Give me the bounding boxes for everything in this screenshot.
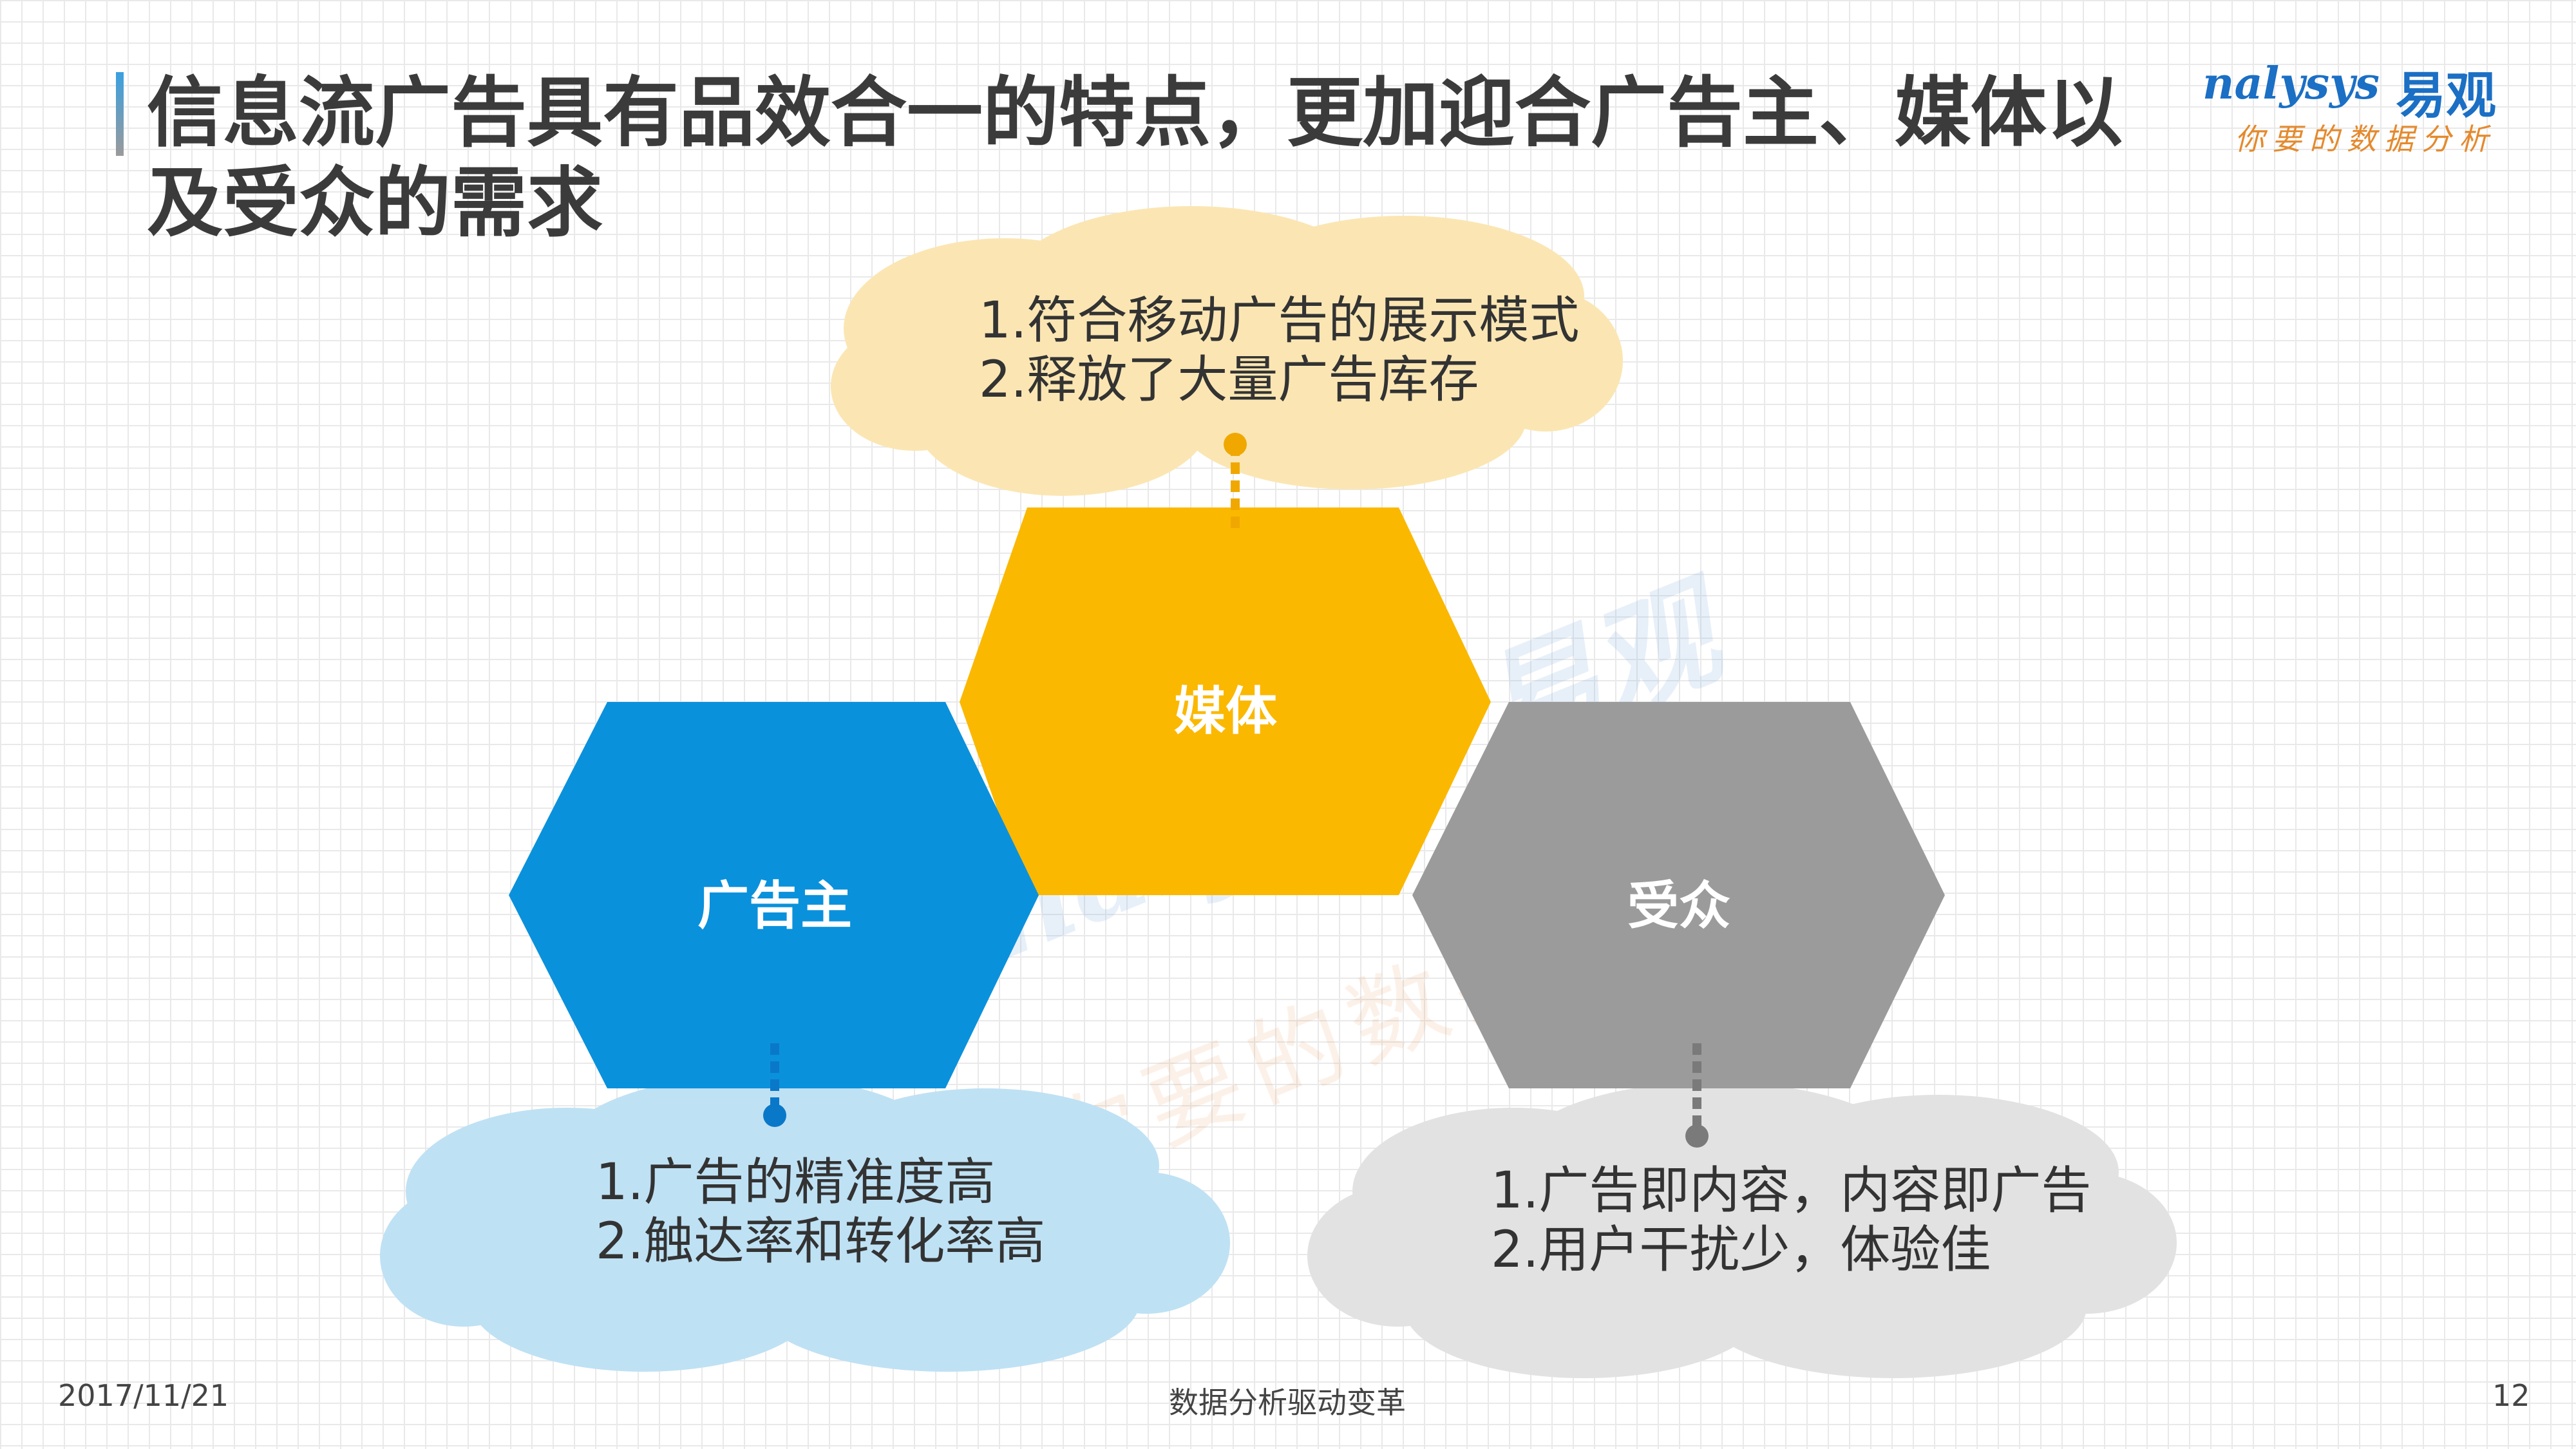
hexagon-label-audience: 受众	[1627, 876, 1730, 936]
audience-point-1: 1.广告即内容，内容即广告	[1491, 1162, 2092, 1220]
media-point-1: 1.符合移动广告的展示模式	[979, 292, 1580, 350]
connector-advertiser	[763, 1043, 786, 1127]
hexagon-audience	[1412, 702, 1945, 1088]
cloud-text-advertiser: 1.广告的精准度高 2.触达率和转化率高	[596, 1153, 1045, 1271]
hexagon-advertiser	[509, 702, 1039, 1088]
advertiser-point-1: 1.广告的精准度高	[596, 1153, 996, 1211]
advertiser-point-2: 2.触达率和转化率高	[596, 1213, 1046, 1271]
cloud-text-media: 1.符合移动广告的展示模式 2.释放了大量广告库存	[979, 291, 1579, 410]
cloud-text-audience: 1.广告即内容，内容即广告 2.用户干扰少，体验佳	[1491, 1161, 2091, 1280]
media-point-2: 2.释放了大量广告库存	[979, 351, 1479, 409]
cloud-media	[831, 206, 1623, 496]
page-title: 信息流广告具有品效合一的特点，更加迎合广告主、媒体以及受众的需求	[147, 68, 2123, 247]
connector-media	[1224, 433, 1247, 528]
footer-tagline: 数据分析驱动变革	[1169, 1385, 1406, 1420]
cloud-advertiser	[380, 1075, 1230, 1372]
footer-date: 2017/11/21	[58, 1378, 229, 1413]
logo-tagline: 你要的数据分析	[2235, 122, 2496, 156]
logo-text-cn: 易观	[2396, 67, 2497, 125]
brand-logo: nalysys 易观 你要的数据分析	[2190, 58, 2512, 161]
cloud-audience	[1307, 1082, 2177, 1378]
hexagon-media	[960, 507, 1491, 895]
audience-point-2: 2.用户干扰少，体验佳	[1491, 1221, 1991, 1279]
title-accent-bar	[116, 72, 124, 156]
hexagon-label-advertiser: 广告主	[697, 876, 852, 936]
logo-text-en: nalysys	[2202, 58, 2380, 109]
page-number: 12	[2492, 1378, 2530, 1413]
connector-audience	[1685, 1043, 1709, 1148]
hexagon-label-media: 媒体	[1174, 681, 1277, 741]
